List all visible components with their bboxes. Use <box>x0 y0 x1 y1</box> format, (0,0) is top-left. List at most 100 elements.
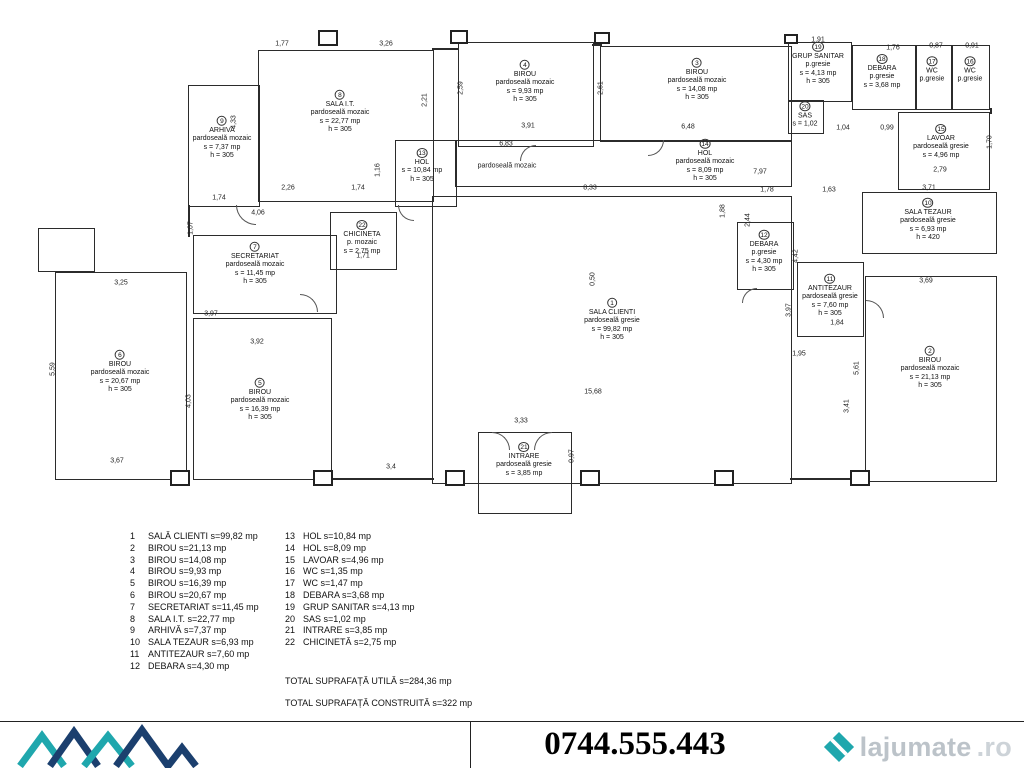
room-3 <box>600 46 792 142</box>
dimension-label: 1,04 <box>836 124 850 132</box>
room-6 <box>55 272 187 480</box>
room-number-badge: 13 <box>416 148 428 158</box>
room-number-badge: 20 <box>799 101 811 112</box>
dimension-label: 3,41 <box>843 399 851 413</box>
dimension-label: 1,91 <box>811 36 825 44</box>
dimension-label: 4,06 <box>251 209 265 217</box>
room-number-badge: 19 <box>812 41 824 52</box>
dimension-label: 3,4 <box>386 463 396 471</box>
dimension-label: 3,33 <box>514 417 528 425</box>
dimension-label: 4,33 <box>230 115 238 129</box>
room-number-badge: 4 <box>519 59 530 70</box>
room-14 <box>455 140 792 187</box>
watermark-text: lajumate <box>859 731 972 762</box>
dimension-label: 2,26 <box>281 184 295 192</box>
dimension-label: 5,61 <box>853 361 861 375</box>
legend-total: TOTAL SUPRAFAȚĂ CONSTRUITĂ s=322 mp <box>285 698 473 708</box>
room-number-badge: 3 <box>691 57 702 68</box>
dimension-label: 0,97 <box>568 449 576 463</box>
column-mark <box>318 30 338 46</box>
watermark-diamond-icon <box>823 731 854 763</box>
wall-segment <box>188 205 190 237</box>
room-number-badge: 9 <box>216 115 227 126</box>
dimension-label: 3,69 <box>919 277 933 285</box>
room-number-badge: 16 <box>964 56 976 67</box>
room-number-badge: 10 <box>922 197 934 208</box>
column-mark <box>313 470 333 486</box>
dimension-label: 1,74 <box>212 194 226 202</box>
dimension-label: 1,88 <box>719 204 727 218</box>
room-4 <box>458 42 594 147</box>
room-11 <box>797 262 864 337</box>
dimension-label: 1,95 <box>792 350 806 358</box>
watermark-tld: .ro <box>976 731 1012 762</box>
dimension-label: 3,71 <box>922 184 936 192</box>
room-number-badge: 2 <box>924 345 935 356</box>
room-8 <box>258 50 434 202</box>
dimension-label: 3,25 <box>114 279 128 287</box>
column-mark <box>850 470 870 486</box>
room-number-badge: 12 <box>758 229 770 240</box>
site-watermark: lajumate.ro <box>823 731 1012 763</box>
room-number-badge: 17 <box>926 56 938 67</box>
room-number-badge: 7 <box>249 241 260 252</box>
dimension-label: 1,78 <box>760 186 774 194</box>
room-18 <box>852 45 916 110</box>
room-10 <box>862 192 997 254</box>
wall-segment <box>592 44 602 46</box>
dimension-label: 2,21 <box>421 93 429 107</box>
dimension-label: pardoseală mozaic <box>477 162 537 170</box>
dimension-label: 3,26 <box>379 40 393 48</box>
room-1 <box>432 196 792 484</box>
dimension-label: 1,07 <box>187 221 195 235</box>
column-mark <box>450 30 468 44</box>
room-number-badge: 18 <box>876 54 888 64</box>
wall-segment <box>432 48 458 50</box>
dimension-label: 3,91 <box>521 122 535 130</box>
column-mark <box>445 470 465 486</box>
room-7 <box>193 235 337 314</box>
dimension-label: 3,97 <box>204 310 218 318</box>
room-niche <box>38 228 95 272</box>
footer-vertical-divider <box>470 721 471 768</box>
room-16 <box>952 45 990 110</box>
dimension-label: 7,97 <box>753 168 767 176</box>
column-mark <box>594 32 610 44</box>
dimension-label: 1,63 <box>822 186 836 194</box>
room-22 <box>330 212 397 270</box>
dimension-label: 5,59 <box>49 362 57 376</box>
door-arc <box>742 288 757 303</box>
